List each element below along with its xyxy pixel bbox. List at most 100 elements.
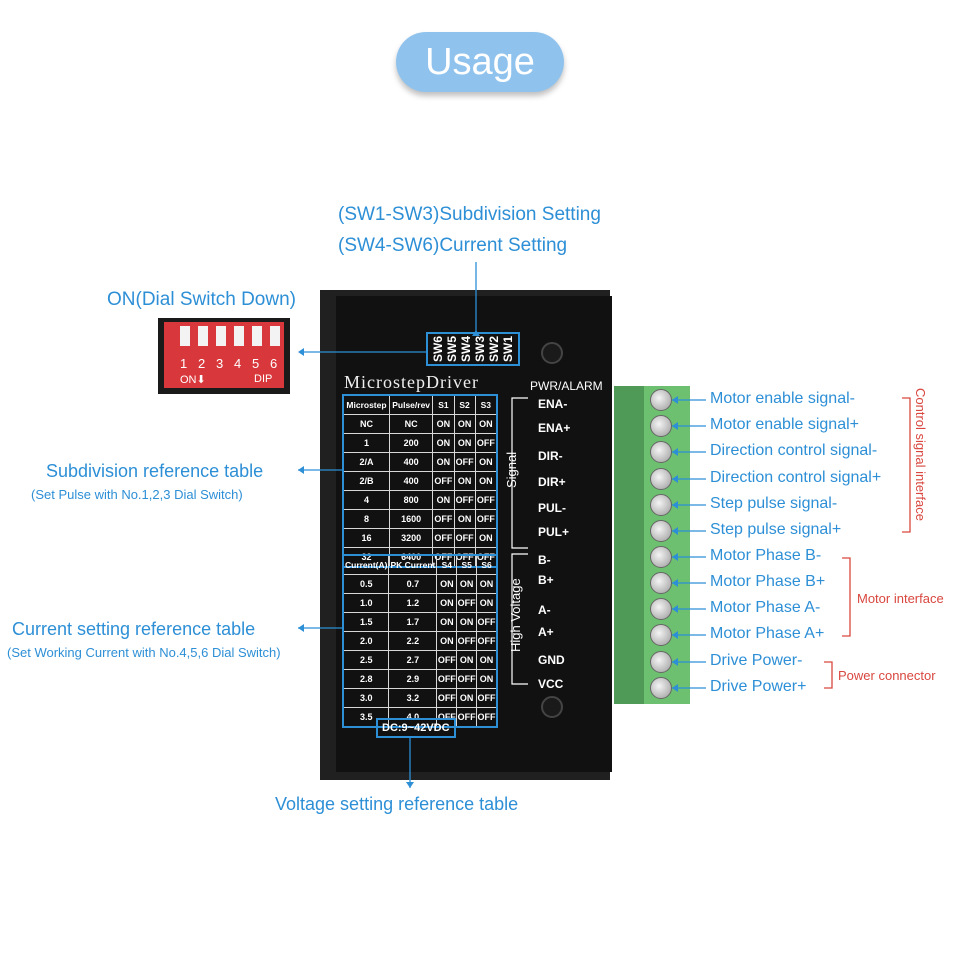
terminal-arrow <box>672 684 678 692</box>
terminal-arrow <box>672 658 678 666</box>
subdivision-table-cell: ON <box>474 528 498 548</box>
subdivision-table-cell: S2 <box>453 394 476 415</box>
terminal-arrow <box>672 501 678 509</box>
dip-knob-3 <box>216 326 226 346</box>
terminal-arrow <box>672 553 678 561</box>
pin-label-dirminus: DIR- <box>538 449 563 463</box>
terminal-label: Motor Phase B- <box>710 547 822 564</box>
current-setting-label: (SW4-SW6)Current Setting <box>338 235 568 256</box>
dip-switch-image: 1 2 3 4 5 6 ON⬇ DIP <box>158 318 290 394</box>
current-table-cell: OFF <box>436 688 458 708</box>
pin-label-gnd: GND <box>538 653 565 667</box>
device-name: MicrostepDriver <box>344 372 479 392</box>
motor-group-label: Motor interface <box>857 591 944 606</box>
dip-knob-4 <box>234 326 244 346</box>
control-group-label: Control signal interface <box>913 388 928 521</box>
dip-on-label: ON⬇ <box>180 374 206 386</box>
subdivision-table-cell: 16 <box>342 528 390 548</box>
current-table-cell: 3.2 <box>388 688 438 708</box>
terminal-label: Drive Power+ <box>710 678 807 695</box>
dip-knob-6 <box>270 326 280 346</box>
terminal-arrow <box>672 579 678 587</box>
terminal-body <box>644 386 690 704</box>
terminal-label: Motor Phase A+ <box>710 625 825 642</box>
dip-number: 3 <box>216 356 224 371</box>
current-table-cell: PK Current <box>388 554 438 575</box>
pin-label-pulminus: PUL- <box>538 501 566 515</box>
terminal-arrow <box>672 631 678 639</box>
terminal-block <box>614 386 690 704</box>
terminal-screw-icon <box>650 389 672 411</box>
dip-number: 5 <box>252 356 260 371</box>
subdivision-table-cell: OFF <box>453 528 476 548</box>
current-table-label: Current setting reference table <box>12 619 256 639</box>
current-table-sublabel: (Set Working Current with No.4,5,6 Dial … <box>7 645 281 660</box>
terminal-label: Motor enable signal+ <box>710 416 859 433</box>
title-text: Usage <box>425 40 535 83</box>
current-table-cell: 4.0 <box>388 707 438 728</box>
terminal-screw-icon <box>650 468 672 490</box>
terminal-label: Drive Power- <box>710 652 803 669</box>
dip-number: 2 <box>198 356 206 371</box>
dip-knob-2 <box>198 326 208 346</box>
subdivision-setting-label: (SW1-SW3)Subdivision Setting <box>338 204 601 225</box>
terminal-arrow <box>672 448 678 456</box>
terminal-arrow <box>672 396 678 404</box>
bottom-screw-icon <box>541 696 563 718</box>
subdivision-table-sublabel: (Set Pulse with No.1,2,3 Dial Switch) <box>31 487 243 502</box>
pin-label-aplus: A+ <box>538 625 554 639</box>
terminal-screw-icon <box>650 441 672 463</box>
dip-switch-label: ON(Dial Switch Down) <box>107 289 296 310</box>
dip-knob-1 <box>180 326 190 346</box>
terminal-screw-icon <box>650 546 672 568</box>
pin-label-enaplus: ENA+ <box>538 421 571 435</box>
terminal-screw-icon <box>650 572 672 594</box>
subdivision-table-cell: OFF <box>432 528 455 548</box>
subdivision-table-label: Subdivision reference table <box>46 461 264 481</box>
pin-label-bminus: B- <box>538 553 551 567</box>
terminal-label: Step pulse signal+ <box>710 521 842 538</box>
terminal-label: Step pulse signal- <box>710 495 838 512</box>
terminal-screw-icon <box>650 624 672 646</box>
current-table-cell: OFF <box>476 707 498 728</box>
terminal-label: Motor enable signal- <box>710 390 855 407</box>
terminal-screw-icon <box>650 520 672 542</box>
top-screw-icon <box>541 342 563 364</box>
pin-label-vcc: VCC <box>538 677 564 691</box>
dip-number: 1 <box>180 356 188 371</box>
terminal-screw-icon <box>650 677 672 699</box>
current-table-cell: ON <box>476 593 498 613</box>
terminal-arrow <box>672 422 678 430</box>
pin-label-bplus: B+ <box>538 573 554 587</box>
title-badge: Usage <box>396 32 564 92</box>
current-table-cell: 3.0 <box>342 688 390 708</box>
terminal-label: Direction control signal- <box>710 442 878 459</box>
terminal-label: Direction control signal+ <box>710 469 882 486</box>
pin-label-aminus: A- <box>538 603 551 617</box>
terminal-screw-icon <box>650 415 672 437</box>
power-group-label: Power connector <box>838 668 936 683</box>
pin-label-pulplus: PUL+ <box>538 525 570 539</box>
dip-text-label: DIP <box>254 373 273 385</box>
pin-label-enaminus: ENA- <box>538 397 568 411</box>
current-table-cell: ON <box>476 669 498 689</box>
current-table-cell: 2.7 <box>388 650 438 670</box>
terminal-label: Motor Phase B+ <box>710 573 826 590</box>
terminal-label: Motor Phase A- <box>710 599 821 616</box>
terminal-arrow <box>672 475 678 483</box>
voltage-table-label: Voltage setting reference table <box>275 794 519 814</box>
